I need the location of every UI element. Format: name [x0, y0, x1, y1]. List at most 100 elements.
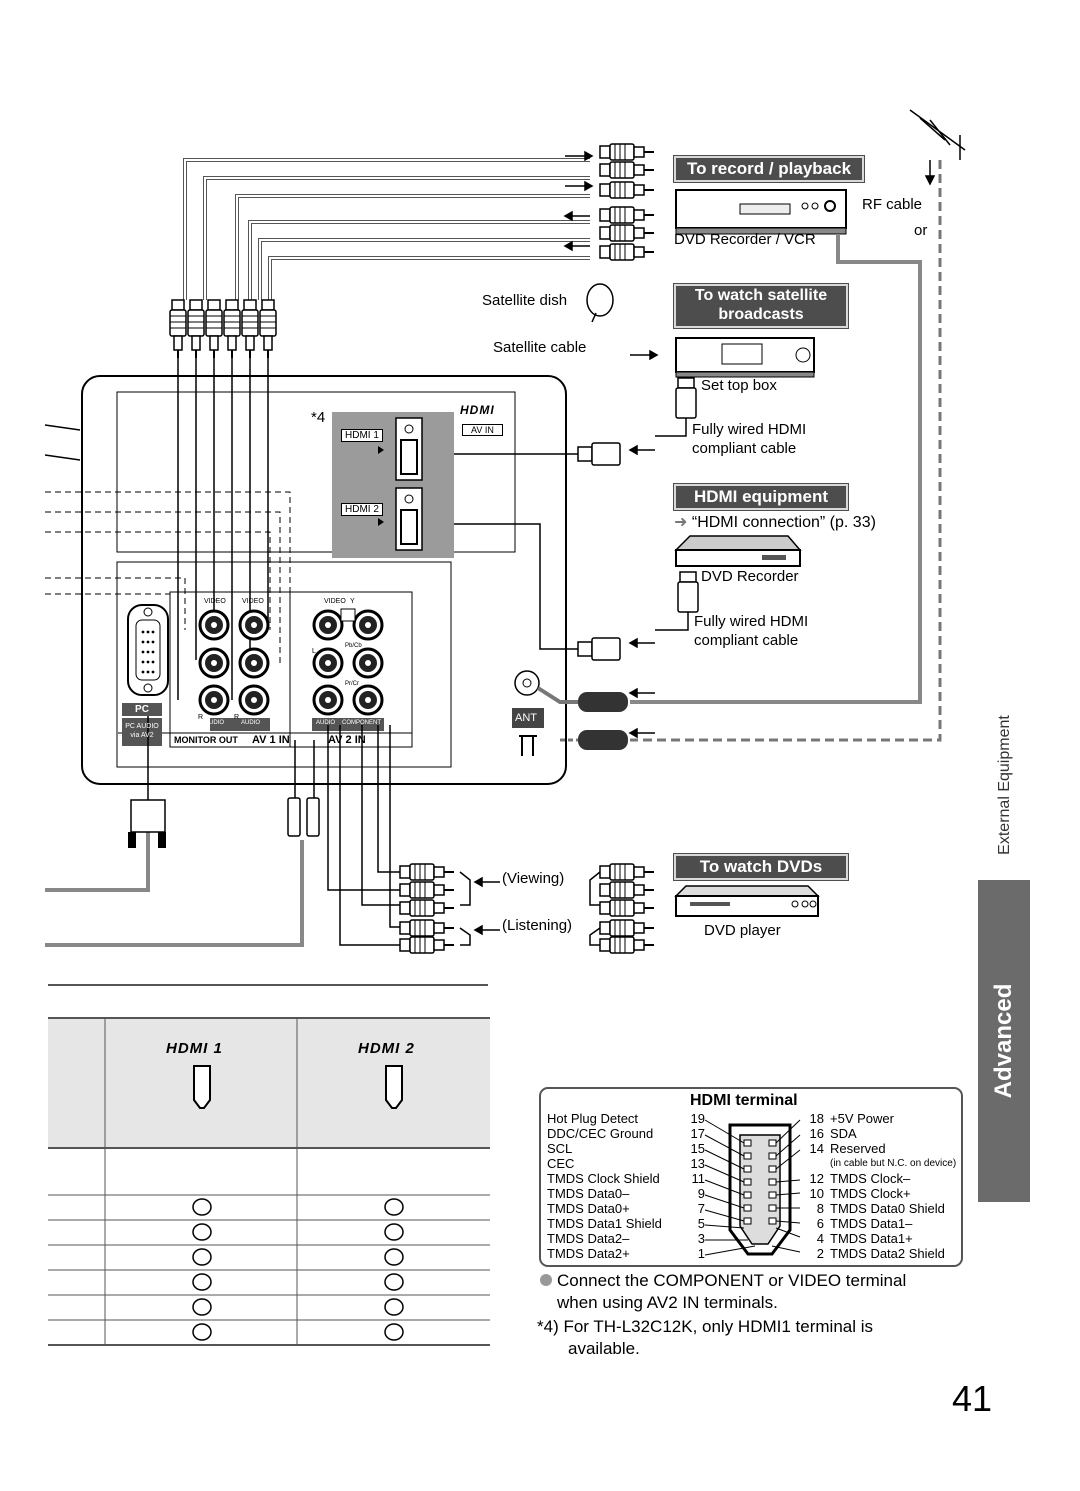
satellite-header: To watch satellite broadcasts: [673, 283, 849, 329]
hdmi-pin-name: TMDS Clock Shield: [547, 1171, 660, 1186]
hdmi-pin-left: TMDS Data0+ 7: [547, 1201, 705, 1216]
hdmi-pin-number: 11: [691, 1171, 706, 1186]
av1-in-label: AV 1 IN: [252, 734, 290, 746]
star-note: *4) For TH-L32C12K, only HDMI1 terminal …: [537, 1317, 874, 1358]
hdmi-pin-left: CEC 13: [547, 1156, 705, 1171]
hdmi-terminal-title: HDMI terminal: [690, 1092, 798, 1109]
hdmi-pin-number: 3: [697, 1231, 705, 1246]
hdmi-pin-number: 15: [690, 1141, 705, 1156]
pc-audio-label: PC AUDIO via AV2: [125, 723, 159, 739]
hdmi-pin-right: 6 TMDS Data1–: [800, 1216, 960, 1231]
hdmi-pin-right: 2 TMDS Data2 Shield: [800, 1246, 960, 1261]
component-label: COMPONENT: [342, 720, 381, 726]
video-label-1: VIDEO: [204, 598, 226, 605]
hdmi-pin-name: SCL: [547, 1141, 573, 1156]
hdmi-pin-name: TMDS Clock–: [830, 1171, 911, 1186]
hdmi-pin-name: TMDS Data1–: [830, 1216, 913, 1231]
hdmi-pin-name: TMDS Data0 Shield: [830, 1201, 945, 1216]
hdmi2-badge: HDMI 2: [341, 503, 383, 516]
hdmi-pin-number: 14: [809, 1141, 824, 1156]
hdmi-equipment-label: HDMI equipment: [693, 487, 829, 506]
hdmi-pin-number: 17: [690, 1126, 705, 1141]
hdmi-pin-name: TMDS Data2+: [547, 1246, 630, 1261]
hdmi-connection-ref[interactable]: ➜ “HDMI connection” (p. 33): [674, 512, 876, 532]
r-label-1: R: [198, 714, 204, 721]
dvd-player-label: DVD player: [704, 922, 781, 939]
hdmi-pin-left: TMDS Data2+1: [547, 1246, 705, 1261]
hdmi-pin-name: TMDS Data0+: [547, 1201, 630, 1216]
hdmi-pin-number: 7: [697, 1201, 705, 1216]
hdmi-connection-link[interactable]: “HDMI connection” (p. 33): [691, 514, 876, 531]
hdmi-pin-number: 5: [697, 1216, 705, 1231]
hdmi-pin-name: TMDS Data2 Shield: [830, 1246, 945, 1261]
hdmi-pin-right: 10 TMDS Clock+: [800, 1186, 960, 1201]
watch-dvds-header: To watch DVDs: [673, 853, 849, 881]
hdmi-pin-number: 16: [809, 1126, 824, 1141]
dvd-recorder-label: DVD Recorder: [701, 568, 799, 585]
hdmi-pin-name: TMDS Data2–: [547, 1231, 630, 1246]
hdmi-pin-name: TMDS Clock+: [830, 1186, 911, 1201]
hdmi1-badge: HDMI 1: [341, 429, 383, 442]
set-top-box-label: Set top box: [701, 377, 777, 394]
hdmi-pin-right: 18 +5V Power: [800, 1111, 960, 1126]
hdmi-equipment-header: HDMI equipment: [673, 483, 849, 511]
pr-cr-label: Pr/Cr: [345, 681, 359, 687]
dvd-recorder-vcr-label: DVD Recorder / VCR: [674, 231, 816, 248]
pb-cb-label: Pb/Cb: [345, 643, 362, 649]
hdmi-cable-label-2: Fully wired HDMI compliant cable: [694, 613, 809, 649]
hdmi-logo: HDMI: [460, 403, 495, 417]
hdmi-pin-name: SDA: [830, 1126, 857, 1141]
r-label-2: R: [234, 714, 240, 721]
hdmi-pin-name: TMDS Data1 Shield: [547, 1216, 662, 1231]
hdmi-cable-label-1: Fully wired HDMI compliant cable: [692, 421, 807, 457]
or-label: or: [914, 222, 928, 239]
record-playback-label: To record / playback: [686, 159, 852, 178]
hdmi-pin-number: 2: [816, 1246, 824, 1261]
hdmi-pin-name: Hot Plug Detect: [547, 1111, 639, 1126]
hdmi-pin-name: CEC: [547, 1156, 575, 1171]
y-label: Y: [350, 598, 355, 605]
hdmi-pin-left: Hot Plug Detect 19: [547, 1111, 705, 1126]
audio-label-1: AUDIO: [205, 720, 225, 726]
hdmi-pin-number: 9: [697, 1186, 705, 1201]
record-playback-header: To record / playback: [673, 155, 865, 183]
table-col-hdmi1: HDMI 1: [166, 1040, 223, 1057]
av-in-badge: AV IN: [462, 424, 503, 436]
hdmi-pin-left: TMDS Data2– 3: [547, 1231, 705, 1246]
audio-label-2: AUDIO: [241, 720, 261, 726]
hdmi-pin-number: 10: [809, 1186, 824, 1201]
viewing-label: (Viewing): [502, 870, 565, 887]
hdmi-pin-number: 19: [690, 1111, 705, 1126]
hdmi-pin-number: [800, 1156, 824, 1171]
l-label: L: [312, 648, 316, 655]
audio-label-3: AUDIO: [316, 720, 336, 726]
external-equipment-label: External Equipment: [996, 715, 1013, 855]
hdmi-pin-number: 18: [809, 1111, 824, 1126]
av2-in-label: AV 2 IN: [328, 734, 366, 746]
star4-label: *4: [311, 409, 326, 426]
pc-label: PC: [135, 704, 149, 715]
hdmi-pin-right: (in cable but N.C. on device): [800, 1156, 960, 1171]
hdmi-pin-name: TMDS Data0–: [547, 1186, 630, 1201]
component-note: Connect the COMPONENT or VIDEO terminal …: [557, 1271, 907, 1312]
satellite-dish-label: Satellite dish: [482, 292, 568, 309]
hdmi-pin-name: +5V Power: [830, 1111, 894, 1126]
satellite-label-line2: broadcasts: [718, 306, 804, 323]
monitor-out-label: MONITOR OUT: [174, 735, 238, 745]
hdmi-pin-number: 13: [690, 1156, 705, 1171]
hdmi-pin-number: 6: [816, 1216, 824, 1231]
watch-dvds-label: To watch DVDs: [699, 857, 823, 876]
advanced-tab[interactable]: Advanced: [978, 880, 1030, 1202]
table-col-hdmi2: HDMI 2: [358, 1040, 415, 1057]
listening-label: (Listening): [502, 917, 573, 934]
satellite-label-line1: To watch satellite: [694, 287, 828, 304]
hdmi-pin-right: 16 SDA: [800, 1126, 960, 1141]
hdmi-pin-name: TMDS Data1+: [830, 1231, 913, 1246]
